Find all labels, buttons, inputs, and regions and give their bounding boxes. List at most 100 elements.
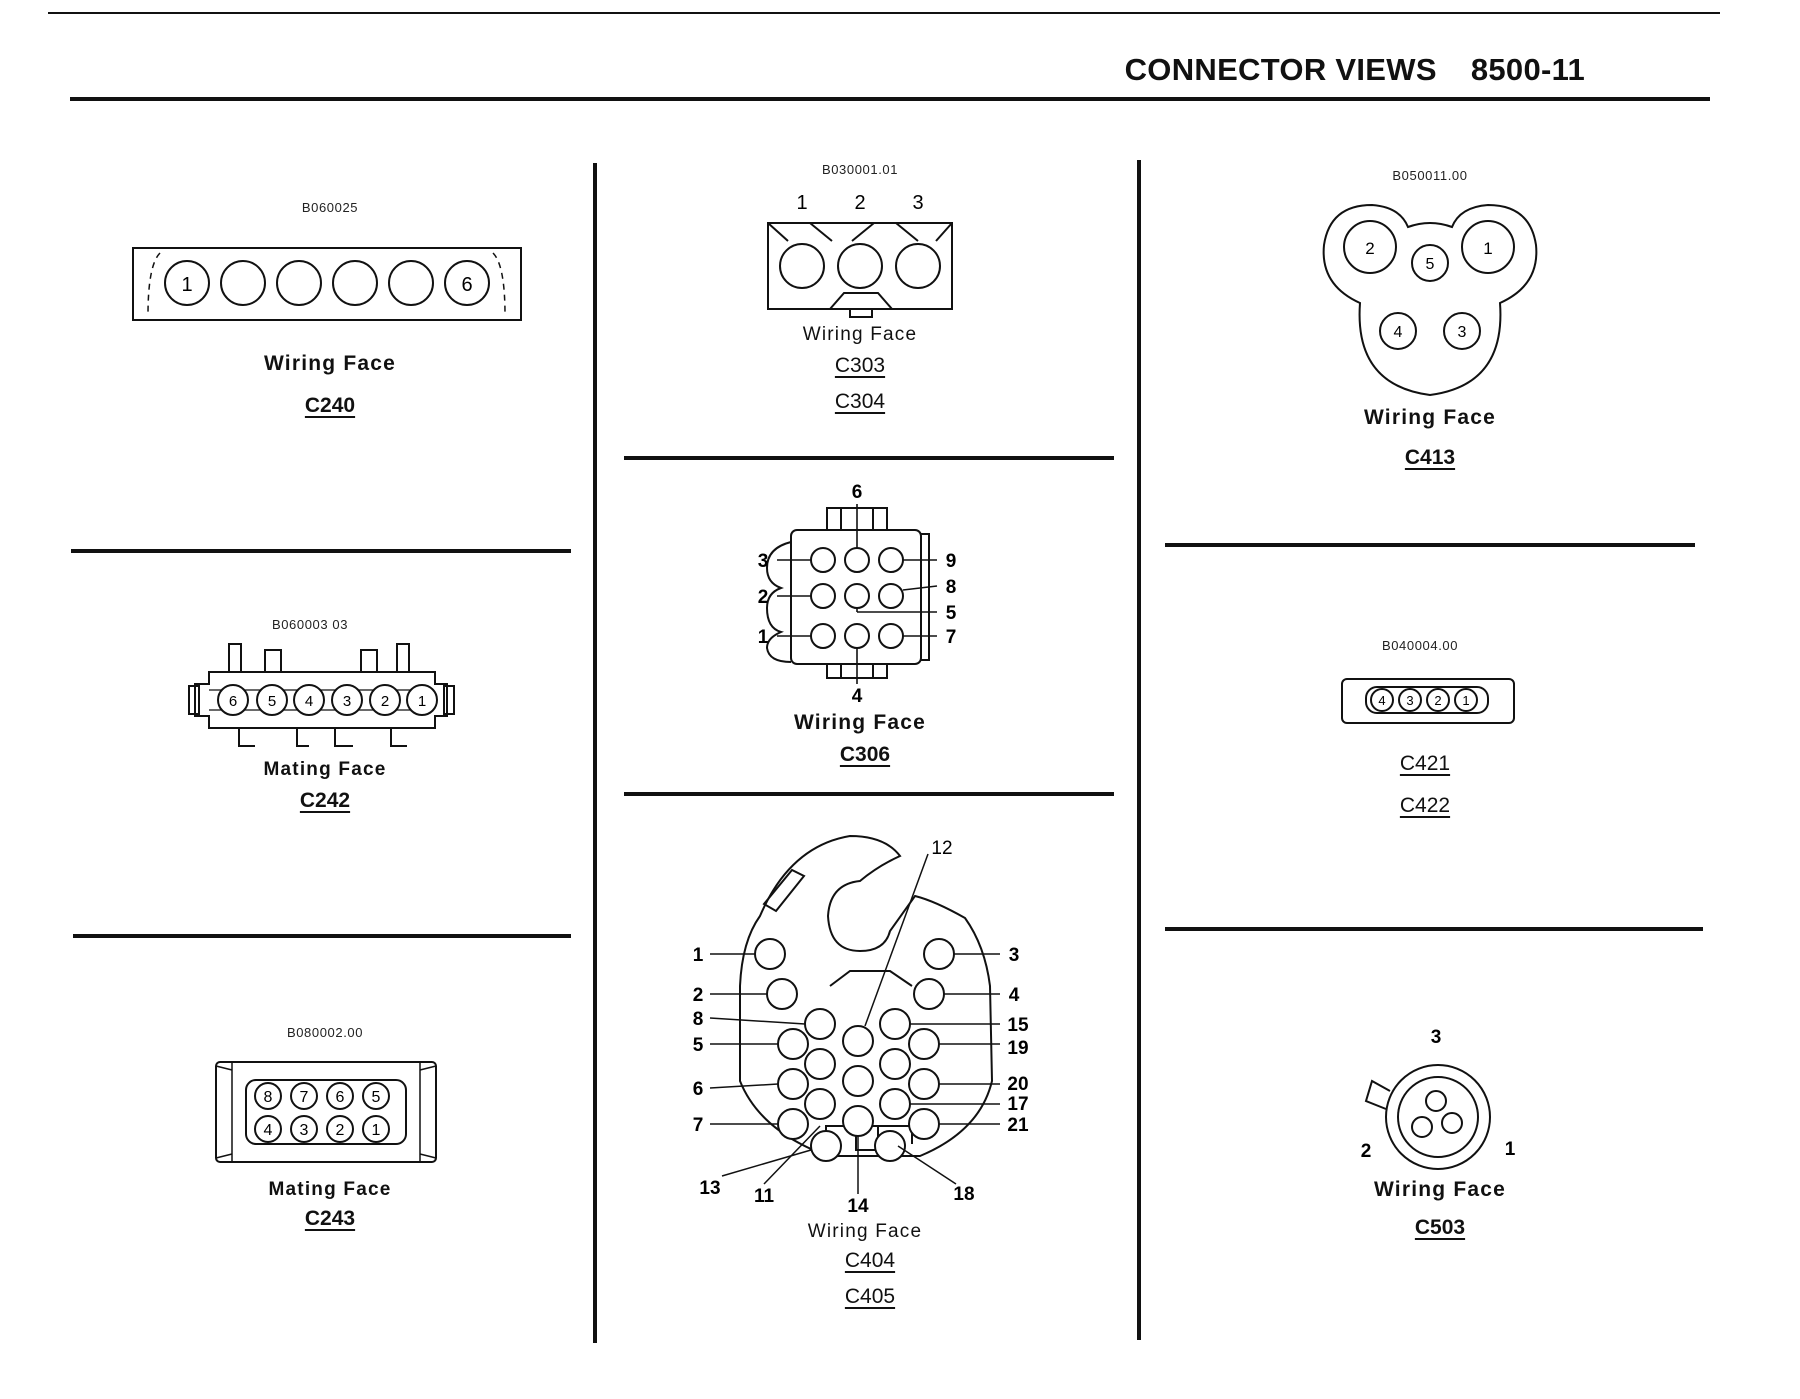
pin-label: 4 <box>1378 693 1385 708</box>
divider-left-1 <box>71 549 571 553</box>
page-title: CONNECTOR VIEWS <box>1124 52 1437 87</box>
pin-label: 7 <box>693 1115 704 1136</box>
pin-label: 1 <box>181 274 192 296</box>
pin-label: 2 <box>336 1122 345 1139</box>
connector-id: C421 <box>1399 752 1451 775</box>
connector-id: C240 <box>304 394 356 417</box>
connector-id: C405 <box>844 1285 896 1308</box>
connector-id: C404 <box>844 1249 896 1272</box>
part-code: B030001.01 <box>821 162 899 177</box>
pin-label: 2 <box>693 985 704 1006</box>
part-code: B060025 <box>301 200 359 215</box>
pin-label: 3 <box>300 1122 309 1139</box>
pin-label: 3 <box>1458 324 1467 341</box>
connector-c421-diagram: 4 3 2 1 <box>1341 678 1515 724</box>
pin-label: 8 <box>693 1009 704 1030</box>
connector-id: C306 <box>839 743 891 766</box>
divider-left-2 <box>73 934 571 938</box>
header-rule <box>70 97 1710 101</box>
part-code: B050011.00 <box>1392 168 1468 183</box>
divider-mid-2 <box>624 792 1114 796</box>
pin-label: 3 <box>1431 1027 1442 1048</box>
connector-c306-diagram: 6 3 2 1 9 8 5 7 4 <box>758 482 957 707</box>
connector-id: C243 <box>304 1207 356 1230</box>
connector-c413: B050011.00 2 5 1 4 3 Wiring Face C413 <box>1300 168 1560 470</box>
connector-id: C503 <box>1414 1216 1466 1239</box>
pin-label: 1 <box>693 945 704 966</box>
pin-label: 5 <box>693 1035 704 1056</box>
pin-label: 1 <box>1462 693 1469 708</box>
pin-label: 2 <box>758 587 769 608</box>
divider-mid-1 <box>624 456 1114 460</box>
pin-label: 3 <box>912 192 923 214</box>
part-code: B060003 03 <box>271 617 349 632</box>
pin-label: 1 <box>796 192 807 214</box>
pin-label: 18 <box>953 1184 974 1205</box>
connector-c240: B060025 1 6 Wiring Face C240 <box>130 200 530 418</box>
pin-label: 6 <box>229 693 237 710</box>
pin-label: 1 <box>418 693 426 710</box>
connector-id: C303 <box>834 354 886 377</box>
pin-label: 9 <box>946 551 957 572</box>
pin-label: 13 <box>699 1178 720 1199</box>
connector-id: C304 <box>834 390 886 413</box>
pin-label: 15 <box>1007 1015 1029 1036</box>
pin-label: 4 <box>305 693 313 710</box>
connector-c243-diagram: 8 7 6 5 4 3 2 1 <box>215 1061 437 1163</box>
pin-label: 5 <box>372 1089 381 1106</box>
face-label: Mating Face <box>263 759 387 780</box>
page-number: 8500-11 <box>1470 52 1585 87</box>
pin-label: 4 <box>264 1122 273 1139</box>
page-header: CONNECTOR VIEWS 8500-11 <box>1125 52 1585 88</box>
divider-right-2 <box>1165 927 1703 931</box>
pin-label: 12 <box>931 838 952 859</box>
pin-label: 7 <box>946 627 957 648</box>
pin-label: 2 <box>381 693 389 710</box>
column-divider-right <box>1137 160 1141 1340</box>
connector-c503: 3 2 1 Wiring Face C503 <box>1320 1023 1560 1240</box>
connector-c242: B060003 03 6 5 4 3 2 1 Mating Face C242 <box>185 617 465 813</box>
pin-label: 4 <box>852 686 863 706</box>
pin-label: 2 <box>1434 693 1441 708</box>
connector-c240-diagram: 1 6 <box>132 247 522 321</box>
connector-c404-diagram: 12 1 2 8 5 6 7 13 11 14 3 4 15 19 20 17 … <box>693 834 1029 1217</box>
connector-c242-diagram: 6 5 4 3 2 1 <box>188 643 455 747</box>
face-label: Wiring Face <box>1363 406 1497 429</box>
pin-label: 2 <box>854 192 865 214</box>
pin-label: 14 <box>847 1196 869 1217</box>
pin-label: 5 <box>946 603 957 624</box>
connector-c413-diagram: 2 5 1 4 3 <box>1322 203 1538 397</box>
pin-label: 2 <box>1361 1141 1372 1162</box>
part-code: B080002.00 <box>286 1025 364 1040</box>
pin-label: 6 <box>461 274 472 296</box>
face-label: Mating Face <box>268 1179 392 1200</box>
pin-label: 6 <box>336 1089 345 1106</box>
connector-c503-diagram: 3 2 1 <box>1361 1027 1516 1170</box>
face-label: Wiring Face <box>793 711 927 734</box>
pin-label: 5 <box>268 693 276 710</box>
divider-right-1 <box>1165 543 1695 547</box>
face-label: Wiring Face <box>263 352 397 375</box>
face-label: Wiring Face <box>807 1221 923 1242</box>
connector-c306: 6 3 2 1 9 8 5 7 4 Wiring Face C306 <box>745 478 985 767</box>
pin-label: 1 <box>372 1122 381 1139</box>
pin-label: 8 <box>946 577 957 598</box>
pin-label: 20 <box>1007 1074 1028 1095</box>
pin-label: 17 <box>1007 1094 1028 1115</box>
connector-id: C422 <box>1399 794 1451 817</box>
column-divider-left <box>593 163 597 1343</box>
pin-label: 2 <box>1365 239 1374 258</box>
connector-c303-diagram: 1 2 3 <box>767 192 953 318</box>
pin-label: 6 <box>693 1079 704 1100</box>
connector-c421: B040004.00 4 3 2 1 C421 C422 <box>1330 638 1530 818</box>
face-label: Wiring Face <box>1373 1178 1507 1201</box>
pin-label: 4 <box>1394 324 1403 341</box>
pin-label: 8 <box>264 1089 273 1106</box>
connector-c303: B030001.01 1 2 3 Wiring Face C303 C304 <box>740 162 980 414</box>
connector-id: C413 <box>1404 446 1456 469</box>
pin-label: 21 <box>1007 1115 1029 1136</box>
connector-c404: 12 1 2 8 5 6 7 13 11 14 3 4 15 19 20 17 … <box>680 826 1060 1309</box>
connector-id: C242 <box>299 789 351 812</box>
pin-label: 19 <box>1007 1038 1028 1059</box>
top-thin-rule <box>48 12 1720 14</box>
